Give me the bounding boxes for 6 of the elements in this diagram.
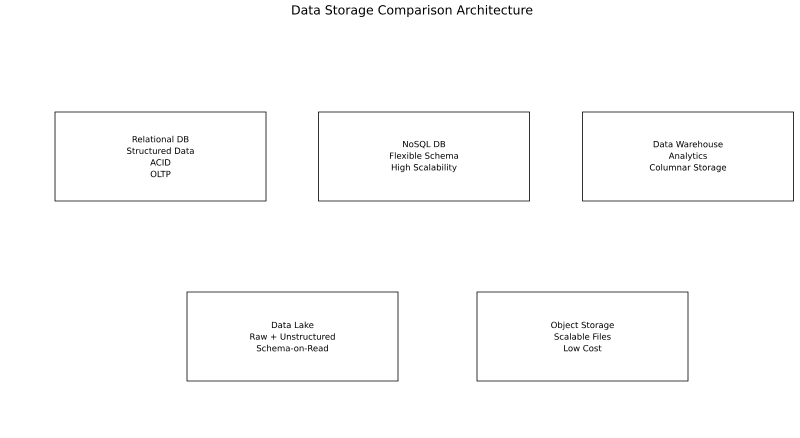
- storage-box: Object Storage Scalable Files Low Cost: [476, 292, 688, 382]
- storage-box: NoSQL DB Flexible Schema High Scalability: [318, 112, 530, 202]
- storage-box: Data Lake Raw + Unstructured Schema-on-Read: [186, 292, 398, 382]
- storage-box: Relational DB Structured Data ACID OLTP: [54, 112, 266, 202]
- diagram-title: Data Storage Comparison Architecture: [292, 4, 532, 18]
- storage-box: Data Warehouse Analytics Columnar Storage: [582, 112, 794, 202]
